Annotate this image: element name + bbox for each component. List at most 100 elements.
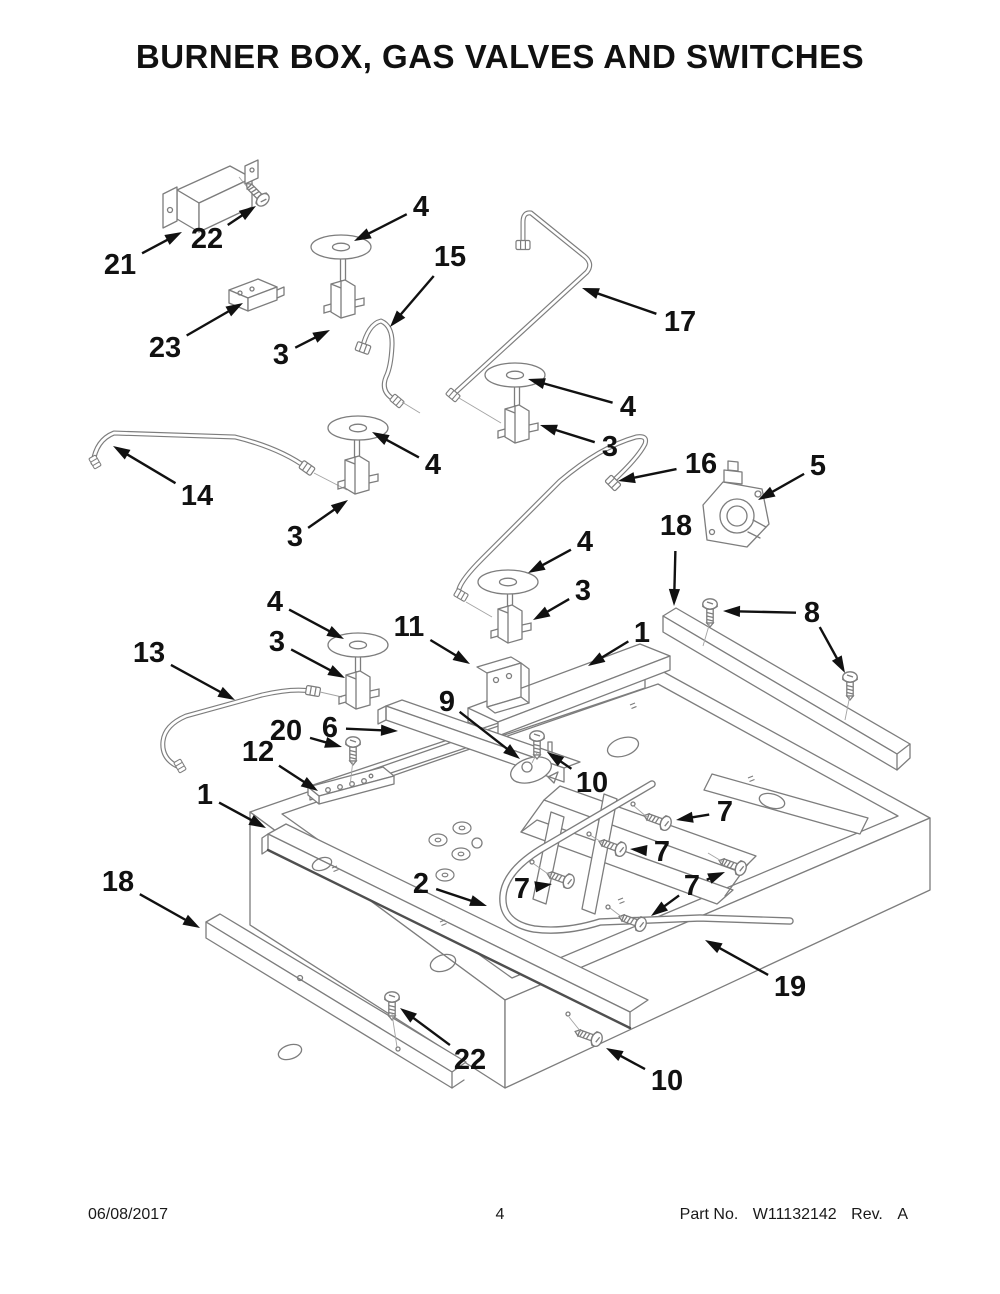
callout-label-17: 17 — [664, 306, 696, 338]
footer-date: 06/08/2017 — [88, 1206, 169, 1223]
callout-label-4: 4 — [413, 191, 429, 223]
part-pressure-regulator — [702, 460, 770, 548]
part-burner-support-frame — [520, 785, 757, 915]
callout-arrowhead — [164, 232, 182, 245]
callout-arrowhead — [300, 777, 318, 791]
callout-label-18: 18 — [102, 866, 134, 898]
callout-arrowhead — [758, 486, 776, 500]
part-number-value: W11132142 — [752, 1206, 837, 1223]
callout-label-15: 15 — [434, 241, 466, 273]
callout-label-19: 19 — [774, 971, 806, 1003]
callout-arrowhead — [372, 432, 390, 446]
callout-arrow-line — [170, 663, 226, 696]
callout-arrowhead — [312, 330, 330, 343]
callout-arrow-line — [396, 275, 435, 319]
callout-label-3: 3 — [602, 431, 618, 463]
callout-arrowhead — [651, 901, 669, 916]
callout-label-9: 9 — [439, 686, 455, 718]
callout-arrowhead — [326, 626, 344, 639]
callout-arrowhead — [676, 811, 694, 823]
callout-arrow-line — [288, 608, 334, 635]
callout-arrow-line — [818, 626, 841, 664]
callout-label-18: 18 — [660, 510, 692, 542]
callout-label-11: 11 — [394, 611, 425, 643]
callout-label-16: 16 — [685, 448, 717, 480]
callout-label-1: 1 — [197, 779, 213, 811]
callout-arrow-line — [141, 236, 172, 255]
callout-arrow-line — [435, 887, 476, 904]
callout-arrow-line — [597, 640, 629, 661]
part-valve-bracket — [476, 656, 530, 714]
callout-label-21: 21 — [104, 249, 136, 281]
footer-page-number: 4 — [495, 1206, 505, 1223]
callout-arrow-line — [767, 472, 805, 496]
part-rail-18-upper — [662, 607, 911, 771]
callout-arrowhead — [330, 500, 348, 515]
part-gas-tube-14 — [88, 430, 348, 491]
page-title: BURNER BOX, GAS VALVES AND SWITCHES — [135, 38, 865, 75]
page-footer: 06/08/2017 4 Part No. W11132142 Rev. A — [0, 1206, 1000, 1236]
callout-arrow-line — [537, 548, 572, 569]
part-gas-tube-17 — [445, 210, 593, 424]
callout-arrowhead — [238, 206, 256, 221]
callout-arrow-line — [381, 436, 420, 459]
callout-arrowhead — [390, 310, 406, 327]
burner-orifices — [428, 821, 483, 882]
callout-arrowhead — [668, 588, 681, 606]
callout-label-4: 4 — [425, 449, 441, 481]
callout-arrowhead — [540, 424, 558, 436]
callout-arrowhead — [547, 752, 565, 767]
part-gas-tube-16 — [452, 434, 649, 618]
callout-arrow-line — [218, 801, 257, 824]
part-front-rail — [261, 823, 649, 1030]
part-rail-18-lower — [205, 913, 467, 1089]
callout-arrow-line — [122, 451, 177, 485]
callout-arrowhead — [248, 814, 266, 828]
callout-label-3: 3 — [287, 521, 303, 553]
callout-arrow-line — [345, 727, 387, 732]
callout-arrowhead — [469, 895, 487, 906]
callout-arrow-line — [408, 1014, 451, 1047]
callout-label-12: 12 — [242, 736, 274, 768]
part-gas-tube-15 — [354, 318, 421, 414]
callout-arrow-line — [429, 638, 461, 659]
part-switch — [228, 278, 285, 312]
callout-label-23: 23 — [149, 332, 181, 364]
callout-arrow-line — [615, 1052, 646, 1071]
callout-arrowhead — [354, 228, 372, 241]
callout-label-14: 14 — [181, 480, 213, 512]
callout-arrowhead — [452, 650, 470, 664]
callout-arrow-line — [551, 427, 596, 444]
callout-label-5: 5 — [810, 450, 826, 482]
callout-arrowhead — [588, 652, 606, 666]
callout-label-3: 3 — [269, 626, 285, 658]
callout-arrowhead — [705, 940, 723, 954]
callout-arrowhead — [582, 288, 600, 299]
callout-label-7: 7 — [654, 836, 670, 868]
screw-fasteners — [240, 177, 858, 1052]
callout-label-7: 7 — [684, 870, 700, 902]
callout-label-4: 4 — [620, 391, 636, 423]
callout-arrowhead — [225, 303, 243, 317]
callout-arrowhead — [606, 1048, 624, 1062]
callout-label-2: 2 — [413, 868, 429, 900]
callout-arrow-line — [734, 610, 797, 614]
callout-arrowhead — [182, 914, 200, 928]
callout-arrowhead — [380, 724, 398, 736]
callout-label-3: 3 — [273, 339, 289, 371]
callout-label-1: 1 — [634, 617, 650, 649]
callout-arrowhead — [707, 872, 725, 884]
callout-label-20: 20 — [270, 715, 302, 747]
callout-arrowhead — [324, 736, 342, 748]
callout-arrowhead — [400, 1008, 417, 1023]
callout-arrowhead — [831, 655, 845, 673]
callout-label-3: 3 — [575, 575, 591, 607]
callout-arrow-line — [278, 764, 309, 786]
part-number-label: Part No. — [679, 1206, 739, 1223]
footer-part-info: Part No. W11132142 Rev. A — [680, 1206, 908, 1224]
callout-label-7: 7 — [717, 796, 733, 828]
callout-arrow-line — [592, 290, 657, 315]
part-spark-module — [162, 159, 259, 233]
